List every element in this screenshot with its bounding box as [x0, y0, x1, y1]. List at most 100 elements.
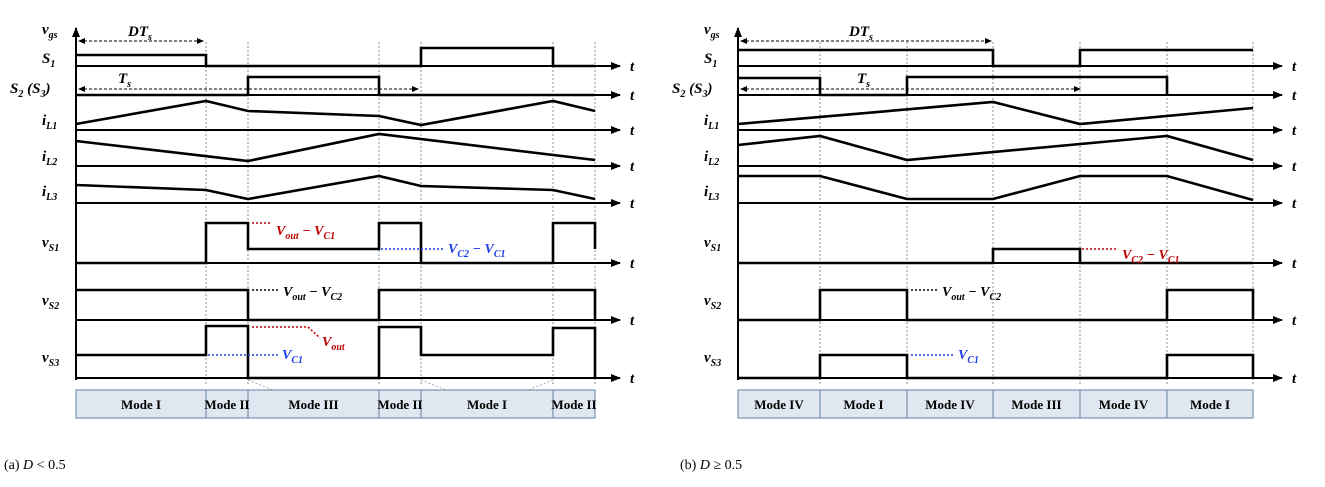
- row-label-7-sub: S2: [49, 301, 60, 312]
- row-label-2-extra-sub: 3: [39, 89, 45, 100]
- time-axis-label: t: [1292, 123, 1297, 139]
- time-axis-label: t: [1292, 256, 1297, 272]
- annotation-leader: [307, 326, 321, 339]
- row-label-2-sub: 2: [679, 89, 685, 100]
- annotation-2-part: V: [958, 348, 969, 363]
- annotation-2-sub: C2: [331, 292, 343, 303]
- time-axis-label: t: [630, 88, 635, 104]
- row-label-8-main: v: [704, 350, 711, 366]
- annotation-2-sub: C1: [967, 355, 979, 366]
- row-label-1-sub: 1: [712, 59, 717, 70]
- caption-var: D: [22, 458, 33, 473]
- ts-main: T: [857, 71, 867, 87]
- waveform-1: [738, 75, 1169, 97]
- waveform-2: [75, 99, 596, 127]
- annotation-0-part: V: [276, 224, 287, 239]
- annotation-1: Vout − VC2: [942, 285, 1001, 303]
- row-label-0-sub: gs: [710, 30, 720, 41]
- row-label-5: iL3: [42, 184, 57, 203]
- row-label-3-main: i: [42, 113, 47, 129]
- row-label-3: iL1: [704, 113, 719, 132]
- annotation-1-part: V: [942, 285, 953, 300]
- annotation-1-sub: out: [951, 292, 966, 303]
- mode-label-5: Mode II: [551, 397, 596, 412]
- row-label-5-main: i: [704, 184, 709, 200]
- ts-sub: s: [126, 79, 131, 90]
- ts-label: Ts: [118, 71, 131, 90]
- row-label-8-sub: S3: [49, 358, 60, 369]
- waveform-6: [76, 288, 597, 322]
- row-label-1-sub: 1: [50, 59, 55, 70]
- annotation-0-sub: C1: [1168, 255, 1180, 266]
- annotation-1-sub: C2: [990, 292, 1002, 303]
- figure-caption-b: (b) D ≥ 0.5: [680, 458, 742, 473]
- row-label-3-main: i: [704, 113, 709, 129]
- time-axis-label: t: [630, 159, 635, 175]
- row-label-5-main: i: [42, 184, 47, 200]
- waveform-4: [75, 174, 596, 201]
- row-label-7-main: v: [704, 293, 711, 309]
- annotation-0-part: − V: [1143, 248, 1169, 263]
- time-axis-label: t: [1292, 196, 1297, 212]
- row-label-7: vS2: [42, 293, 59, 312]
- waveform-0: [738, 48, 1253, 68]
- row-label-3-sub: L1: [45, 121, 57, 132]
- row-label-2: S2 (S3): [10, 81, 50, 100]
- row-label-7: vS2: [704, 293, 721, 312]
- annotation-3-sub: out: [331, 342, 346, 353]
- row-label-0-main: v: [42, 22, 49, 38]
- caption-value: 0.5: [725, 458, 743, 473]
- time-axis-label: t: [630, 256, 635, 272]
- mode-connector: [247, 379, 274, 391]
- time-axis-label: t: [630, 371, 635, 387]
- caption-var: D: [699, 458, 710, 473]
- row-label-2-extra: (S: [23, 81, 40, 97]
- annotation-4: VC1: [282, 348, 303, 366]
- dts-sub: s: [147, 32, 152, 43]
- waveform-3: [75, 132, 596, 163]
- annotation-1-part: − V: [965, 285, 991, 300]
- row-label-6-sub: S1: [49, 243, 60, 254]
- dts-label: DTs: [848, 24, 873, 43]
- annotation-1-part: V: [448, 242, 459, 257]
- dts-sub: s: [868, 32, 873, 43]
- time-axis-label: t: [1292, 88, 1297, 104]
- annotation-1: VC2 − VC1: [448, 242, 506, 260]
- annotation-0: VC2 − VC1: [1122, 248, 1180, 266]
- waveform-7: [738, 353, 1255, 380]
- row-label-8-sub: S3: [711, 358, 722, 369]
- annotation-2-sub: out: [292, 292, 307, 303]
- row-label-0-sub: gs: [48, 30, 58, 41]
- time-axis-label: t: [1292, 159, 1297, 175]
- annotation-0-sub: C2: [1131, 255, 1143, 266]
- time-axis-label: t: [630, 313, 635, 329]
- annotation-1-sub: C2: [457, 249, 469, 260]
- annotation-1-sub: C1: [494, 249, 506, 260]
- row-label-2-main: S: [10, 81, 18, 97]
- row-label-2-sub: 2: [17, 89, 23, 100]
- row-label-1: S1: [704, 51, 717, 70]
- waveform-2: [737, 100, 1254, 126]
- annotation-2: VC1: [958, 348, 979, 366]
- row-label-2-close: ): [43, 81, 50, 97]
- mode-label-3: Mode III: [1011, 397, 1061, 412]
- caption-prefix: (b): [680, 458, 700, 473]
- ts-sub: s: [865, 79, 870, 90]
- time-axis-label: t: [1292, 59, 1297, 75]
- row-label-1-main: S: [704, 51, 712, 67]
- waveform-0: [76, 46, 595, 68]
- row-label-4-sub: L2: [45, 157, 57, 168]
- mode-label-3: Mode II: [377, 397, 422, 412]
- row-label-5-sub: L3: [45, 192, 57, 203]
- waveform-4: [738, 174, 1254, 202]
- row-label-2-main: S: [672, 81, 680, 97]
- row-label-6-main: v: [704, 235, 711, 251]
- row-label-8: vS3: [42, 350, 59, 369]
- mode-connector: [527, 379, 554, 391]
- figure-caption-a: (a) D < 0.5: [4, 458, 66, 473]
- row-label-1-main: S: [42, 51, 50, 67]
- annotation-4-sub: C1: [291, 355, 303, 366]
- waveform-7: [76, 324, 597, 380]
